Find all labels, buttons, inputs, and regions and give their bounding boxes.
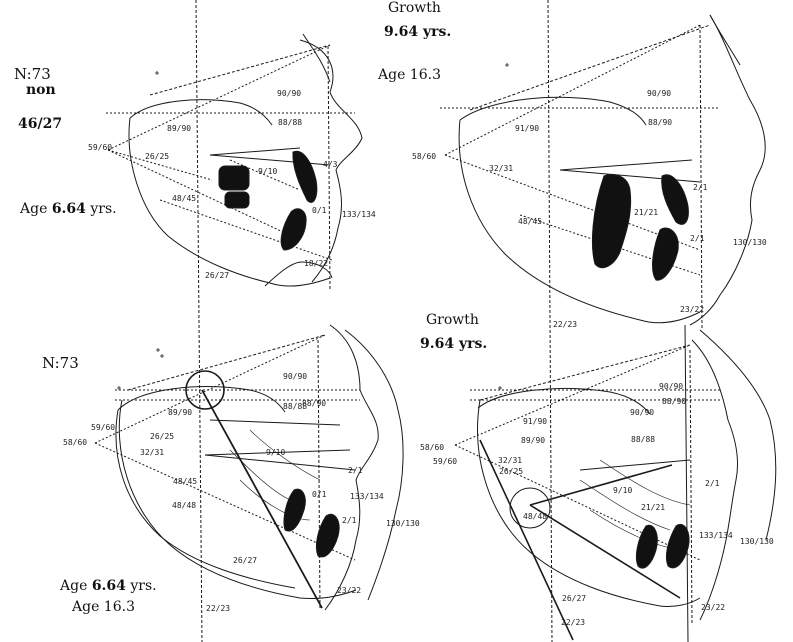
panel-3-tracing: [94, 324, 404, 611]
p3-label-13: 0/1: [312, 490, 327, 499]
p4-label-19: 22/23: [561, 618, 586, 627]
growth-header-top: Growth: [388, 0, 441, 16]
p1-label-8: 0/1: [312, 206, 327, 215]
p3-label-8: 32/31: [140, 448, 165, 457]
p1-label-9: 48/45: [172, 194, 197, 203]
p3-label-6: 58/60: [63, 438, 88, 447]
p2-label-7: 21/21: [634, 208, 659, 217]
p4-label-11: 9/10: [613, 486, 633, 495]
n-count-top: N:73: [14, 65, 51, 83]
p3-label-19: 22/23: [206, 604, 231, 613]
p3-label-1: 90/90: [283, 372, 308, 381]
p2-label-9: 2/1: [690, 234, 705, 243]
age-top-left: Age 6.64 yrs.: [20, 201, 117, 217]
age-top-left-unit: yrs.: [90, 201, 117, 217]
p3-label-11: 48/48: [172, 501, 197, 510]
p3-label-5: 59/60: [91, 423, 116, 432]
p4-label-10: 26/25: [499, 467, 524, 476]
p1-label-1: 90/90: [277, 89, 302, 98]
p4-label-2: 91/90: [523, 417, 548, 426]
p1-label-2: 88/88: [278, 118, 303, 127]
p2-label-1: 90/90: [647, 89, 672, 98]
p1-label-11: 18/22: [304, 259, 329, 268]
growth-years-bottom: 9.64 yrs.: [420, 336, 488, 352]
p4-label-13: 21/21: [641, 503, 666, 512]
p2-label-12: 22/23: [553, 320, 578, 329]
p3-label-15: 2/1: [342, 516, 357, 525]
age-top-left-prefix: Age: [20, 201, 48, 217]
p4-label-5: 90/90: [630, 408, 655, 417]
p2-label-11: 23/22: [680, 305, 705, 314]
p2-label-10: 130/130: [733, 238, 767, 247]
p1-label-7: 4/3: [323, 160, 338, 169]
p1-label-4: 59/60: [88, 143, 113, 152]
p2-label-6: 2/1: [693, 183, 708, 192]
p1-label-5: 26/25: [145, 152, 170, 161]
p4-label-18: 23/22: [701, 603, 726, 612]
p3-label-2: 88/90: [302, 399, 327, 408]
p1-label-3: 89/90: [167, 124, 192, 133]
p3-label-10: 48/45: [173, 477, 198, 486]
p4-label-8: 59/60: [433, 457, 458, 466]
panel-2-tracing: [440, 14, 766, 331]
p3-label-14: 133/134: [350, 492, 384, 501]
p3-label-18: 23/22: [337, 586, 362, 595]
p3-label-12: 2/1: [348, 466, 363, 475]
n-count-bottom: N:73: [42, 354, 79, 372]
panel-1-tracing: [106, 33, 363, 291]
p2-label-3: 91/90: [515, 124, 540, 133]
reference-line-left: [195, 0, 203, 642]
age-bottom-second: Age 16.3: [72, 599, 135, 615]
age-bottom-unit: yrs.: [130, 578, 157, 594]
age-top-right: Age 16.3: [378, 67, 441, 83]
p2-label-2: 88/90: [648, 118, 673, 127]
panel-4-tracing: [454, 329, 777, 641]
age-top-left-value: 6.64: [51, 201, 86, 217]
p4-label-7: 58/60: [420, 443, 445, 452]
divider-line-right: [684, 324, 689, 642]
p3-label-7: 26/25: [150, 432, 175, 441]
p2-label-4: 58/60: [412, 152, 437, 161]
p4-label-1: 90/90: [659, 382, 684, 391]
non-label: non: [26, 82, 56, 98]
age-bottom-prefix: Age: [60, 578, 88, 594]
p1-label-6: 9/10: [258, 167, 278, 176]
p3-label-16: 130/130: [386, 519, 420, 528]
p1-label-12: 26/27: [205, 271, 230, 280]
p4-label-14: 2/1: [705, 479, 720, 488]
p1-label-10: 133/134: [342, 210, 376, 219]
cross-markers: [117, 63, 509, 390]
p4-label-3: 89/90: [521, 436, 546, 445]
p2-label-5: 32/31: [489, 164, 514, 173]
growth-header-bottom: Growth: [426, 312, 479, 328]
p3-label-4: 89/90: [168, 408, 193, 417]
p3-label-17: 26/27: [233, 556, 258, 565]
age-bottom-left: Age 6.64 yrs.: [60, 578, 157, 594]
p4-label-9: 32/31: [498, 456, 523, 465]
p4-label-17: 26/27: [562, 594, 587, 603]
p4-label-16: 130/130: [740, 537, 774, 546]
p3-label-9: 9/10: [266, 448, 286, 457]
p4-label-12: 48/48: [523, 512, 548, 521]
p4-label-4: 88/90: [662, 397, 687, 406]
age-bottom-value: 6.64: [91, 578, 126, 594]
p4-label-6: 88/88: [631, 435, 656, 444]
reference-line-center: [547, 0, 553, 642]
ratio-label: 46/27: [18, 116, 63, 132]
p2-label-8: 48/45: [518, 217, 543, 226]
growth-years-top: 9.64 yrs.: [384, 24, 452, 40]
p4-label-15: 133/134: [699, 531, 733, 540]
p3-label-3: 88/88: [283, 402, 308, 411]
